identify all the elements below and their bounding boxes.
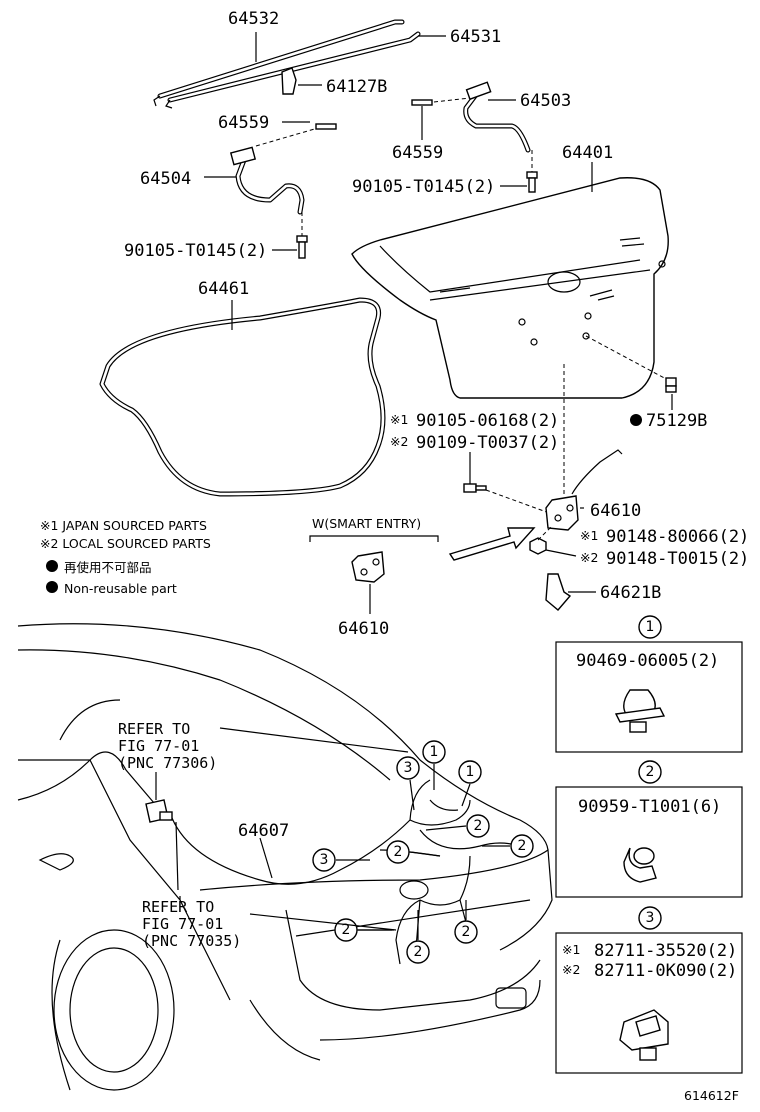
- svg-text:2: 2: [342, 922, 351, 938]
- svg-text:3: 3: [320, 852, 329, 868]
- svg-text:3: 3: [646, 910, 655, 926]
- mark-1-a: ※1: [390, 412, 408, 427]
- label-64610-right: 64610: [590, 501, 641, 521]
- non-reusable-bullet: [46, 581, 58, 593]
- figure-id: 614612F: [684, 1088, 739, 1103]
- cover-64621b: [545, 573, 572, 611]
- svg-text:3: 3: [404, 760, 413, 776]
- detail-box-2: 2 90959-T1001(6): [555, 760, 743, 898]
- label-64559-left: 64559: [218, 113, 269, 133]
- mark-1-box: ※1: [562, 942, 580, 957]
- label-64610-smart-entry: 64610: [338, 619, 389, 639]
- label-64531: 64531: [450, 27, 501, 47]
- smart-entry-caption: W(SMART ENTRY): [312, 516, 421, 531]
- svg-text:2: 2: [518, 838, 527, 854]
- callout-2-a: 2: [425, 814, 490, 838]
- refer-77306-line2: FIG 77-01: [118, 737, 199, 755]
- svg-text:2: 2: [414, 944, 423, 960]
- refer-77035-line3: (PNC 77035): [142, 932, 241, 950]
- label-90105-right: 90105-T0145(2): [352, 177, 495, 197]
- svg-text:1: 1: [466, 764, 475, 780]
- bolt-90105-left: [296, 235, 308, 259]
- svg-text:1: 1: [646, 619, 655, 635]
- clip-90469-icon: [614, 689, 666, 733]
- weatherstrip-64461: [99, 297, 386, 497]
- label-64503: 64503: [520, 91, 571, 111]
- pin-64559-right: [411, 99, 433, 106]
- label-64401: 64401: [562, 143, 613, 163]
- label-90109-t0037: 90109-T0037(2): [416, 433, 559, 453]
- mark-2-a: ※2: [390, 434, 408, 449]
- label-64532: 64532: [228, 9, 279, 29]
- lock-assembly-64610-smart-entry: [351, 551, 385, 583]
- mark-2-b: ※2: [580, 550, 598, 565]
- detail-box-1: 1 90469-06005(2): [555, 615, 743, 753]
- svg-text:2: 2: [646, 764, 655, 780]
- hinge-64504: [229, 146, 305, 215]
- lock-assembly-64610: [545, 449, 623, 531]
- nut-90148: [529, 537, 547, 555]
- label-90105-06168: 90105-06168(2): [416, 411, 559, 431]
- label-64504: 64504: [140, 169, 191, 189]
- callout-2-b: 2: [386, 840, 441, 864]
- mark-2-box: ※2: [562, 962, 580, 977]
- label-90148-t0015: 90148-T0015(2): [606, 549, 749, 569]
- label-64559-right: 64559: [392, 143, 443, 163]
- callout-1-b: 1: [458, 760, 482, 807]
- callout-1-a: 1: [422, 740, 446, 790]
- torsion-rod-64531: [165, 31, 421, 109]
- hinge-64503: [463, 81, 531, 153]
- clip-90959-icon: [623, 847, 657, 883]
- stopper-75129b: [665, 377, 677, 393]
- label-64461: 64461: [198, 279, 249, 299]
- svg-text:2: 2: [462, 924, 471, 940]
- callout-3-a: 3: [396, 756, 420, 811]
- label-90105-left: 90105-T0145(2): [124, 241, 267, 261]
- torsion-rod-64532: [153, 19, 405, 107]
- note-local-sourced: ※2 LOCAL SOURCED PARTS: [40, 536, 211, 551]
- label-82711-35520: 82711-35520(2): [594, 941, 737, 961]
- clip-82711-icon: [619, 1009, 669, 1061]
- luggage-compartment-door-64401: [351, 177, 669, 399]
- non-reusable-bullet-jp: [46, 560, 58, 572]
- arrow-to-lock: [448, 527, 536, 561]
- bolt-90105-06168: [463, 483, 487, 493]
- refer-77306-line1: REFER TO: [118, 720, 190, 738]
- callout-2-c: 2: [482, 834, 534, 858]
- callout-2-f: 2: [454, 900, 478, 944]
- callout-2-e: 2: [406, 910, 430, 964]
- label-90959-t1001: 90959-T1001(6): [578, 797, 721, 817]
- label-82711-0k090: 82711-0K090(2): [594, 961, 737, 981]
- label-90469-06005: 90469-06005(2): [576, 651, 719, 671]
- svg-text:2: 2: [474, 818, 483, 834]
- bolt-90105-right: [526, 171, 538, 193]
- svg-text:2: 2: [394, 844, 403, 860]
- note-japan-sourced: ※1 JAPAN SOURCED PARTS: [40, 518, 207, 533]
- callout-3-b: 3: [312, 848, 370, 872]
- label-64127b: 64127B: [326, 77, 387, 97]
- pin-64559-left: [315, 123, 337, 130]
- label-64621b: 64621B: [600, 583, 661, 603]
- refer-77035-line2: FIG 77-01: [142, 915, 223, 933]
- refer-77306-line3: (PNC 77306): [118, 754, 217, 772]
- note-non-reusable: Non-reusable part: [64, 581, 177, 596]
- clip-64127b: [281, 67, 322, 95]
- detail-box-3: 3 ※1 82711-35520(2) ※2 82711-0K090(2): [555, 906, 743, 1074]
- label-64607: 64607: [238, 821, 289, 841]
- svg-text:1: 1: [430, 744, 439, 760]
- non-reusable-mark-75129b: [630, 414, 642, 426]
- harness-connector: [145, 799, 173, 823]
- vehicle-body-outline: [17, 623, 553, 1091]
- label-90148-80066: 90148-80066(2): [606, 527, 749, 547]
- label-75129b: 75129B: [646, 411, 707, 431]
- mark-1-b: ※1: [580, 528, 598, 543]
- refer-77035-line1: REFER TO: [142, 898, 214, 916]
- note-non-reusable-jp: 再使用不可部品: [64, 560, 152, 575]
